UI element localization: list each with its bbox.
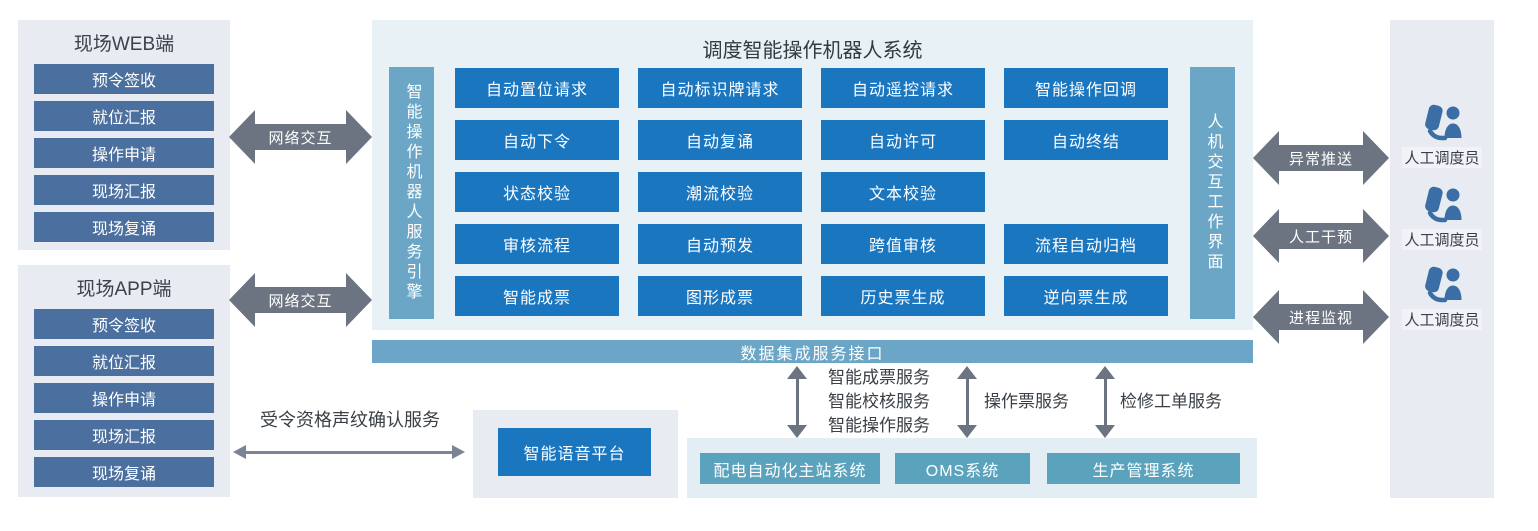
arrow-left-icon [1253, 131, 1279, 185]
btn-cross-review: 跨值审核 [821, 224, 985, 264]
app-network-arrow-label: 网络交互 [255, 287, 346, 313]
process-monitor-arrow: 进程监视 [1253, 290, 1389, 344]
manual-intervention-label: 人工干预 [1279, 223, 1363, 249]
btn-review-process: 审核流程 [455, 224, 619, 264]
dispatcher-2: 人工调度员 [1390, 186, 1494, 250]
btn-flow-check: 潮流校验 [638, 172, 802, 212]
btn-auto-finish: 自动终结 [1004, 120, 1168, 160]
voiceprint-link-arrow [233, 444, 465, 460]
btn-history-ticket: 历史票生成 [821, 276, 985, 316]
arrow-right-icon [1363, 131, 1389, 185]
web-item-preorder-sign: 预令签收 [34, 64, 214, 94]
app-item-inposition-report: 就位汇报 [34, 346, 214, 376]
dispatcher-label: 人工调度员 [1402, 147, 1482, 168]
arrow-down-icon [957, 425, 977, 438]
hmi-interface-bar: 人机交互工作界面 [1190, 67, 1235, 319]
voice-platform-panel: 智能语音平台 [473, 410, 678, 498]
robot-system-panel: 调度智能操作机器人系统 智能操作机器人服务引擎 人机交互工作界面 自动置位请求 … [372, 20, 1253, 330]
arrow-right-icon [346, 273, 372, 327]
arrow-up-icon [957, 366, 977, 379]
exception-push-label: 异常推送 [1279, 145, 1363, 171]
maintenance-order-arrow [1094, 366, 1116, 438]
web-item-site-repeat: 现场复诵 [34, 212, 214, 242]
btn-auto-permit: 自动许可 [821, 120, 985, 160]
arrow-up-icon [1095, 366, 1115, 379]
app-item-preorder-sign: 预令签收 [34, 309, 214, 339]
btn-auto-repeat: 自动复诵 [638, 120, 802, 160]
arrow-left-icon [229, 273, 255, 327]
btn-graphic-ticket: 图形成票 [638, 276, 802, 316]
arrow-down-icon [787, 425, 807, 438]
dispatcher-icon [1425, 186, 1462, 223]
arrow-right-icon [452, 445, 465, 459]
btn-auto-tag-request: 自动标识牌请求 [638, 68, 802, 108]
distribution-automation-system: 配电自动化主站系统 [700, 453, 880, 484]
app-item-operation-request: 操作申请 [34, 383, 214, 413]
web-item-inposition-report: 就位汇报 [34, 101, 214, 131]
voiceprint-service-label: 受令资格声纹确认服务 [260, 410, 440, 430]
manual-intervention-arrow: 人工干预 [1253, 209, 1389, 263]
arrow-up-icon [787, 366, 807, 379]
btn-state-check: 状态校验 [455, 172, 619, 212]
field-app-title: 现场APP端 [76, 279, 172, 300]
btn-auto-order: 自动下令 [455, 120, 619, 160]
robot-system-title: 调度智能操作机器人系统 [702, 40, 923, 62]
app-network-arrow: 网络交互 [229, 273, 372, 327]
operation-ticket-service-label: 操作票服务 [984, 392, 1069, 411]
arrow-left-icon [233, 445, 246, 459]
app-item-site-report: 现场汇报 [34, 420, 214, 450]
smart-ticket-service-label: 智能成票服务 [828, 368, 930, 387]
dispatcher-label: 人工调度员 [1402, 309, 1482, 330]
btn-auto-set-request: 自动置位请求 [455, 68, 619, 108]
oms-system: OMS系统 [895, 453, 1030, 484]
dispatcher-icon [1425, 104, 1462, 141]
data-integration-bus: 数据集成服务接口 [372, 340, 1253, 363]
exception-push-arrow: 异常推送 [1253, 131, 1389, 185]
smart-services-labels: 智能成票服务 智能校核服务 智能操作服务 [828, 366, 930, 438]
field-web-title: 现场WEB端 [73, 34, 175, 55]
btn-text-check: 文本校验 [821, 172, 985, 212]
web-item-operation-request: 操作申请 [34, 138, 214, 168]
app-item-site-repeat: 现场复诵 [34, 457, 214, 487]
dispatchers-panel: 人工调度员 人工调度员 人工调度员 [1390, 20, 1494, 498]
dispatcher-icon [1425, 266, 1462, 303]
production-management-system: 生产管理系统 [1047, 453, 1240, 484]
arrow-down-icon [1095, 425, 1115, 438]
arrow-left-icon [1253, 290, 1279, 344]
voice-platform-box: 智能语音平台 [498, 428, 651, 476]
arrow-right-icon [346, 110, 372, 164]
maintenance-order-service-label: 检修工单服务 [1120, 392, 1222, 411]
dispatcher-3: 人工调度员 [1390, 266, 1494, 330]
btn-auto-preissue: 自动预发 [638, 224, 802, 264]
btn-smart-ticket: 智能成票 [455, 276, 619, 316]
ticket-service-arrow [786, 366, 808, 438]
smart-op-service-label: 智能操作服务 [828, 416, 930, 435]
field-web-panel: 现场WEB端 预令签收 就位汇报 操作申请 现场汇报 现场复诵 [18, 20, 230, 250]
btn-auto-archive: 流程自动归档 [1004, 224, 1168, 264]
service-engine-bar: 智能操作机器人服务引擎 [389, 67, 434, 319]
btn-smart-op-callback: 智能操作回调 [1004, 68, 1168, 108]
process-monitor-label: 进程监视 [1279, 304, 1363, 330]
arrow-left-icon [1253, 209, 1279, 263]
arrow-left-icon [229, 110, 255, 164]
smart-check-service-label: 智能校核服务 [828, 392, 930, 411]
field-app-panel: 现场APP端 预令签收 就位汇报 操作申请 现场汇报 现场复诵 [18, 265, 230, 497]
btn-auto-remote-request: 自动遥控请求 [821, 68, 985, 108]
arrow-right-icon [1363, 209, 1389, 263]
dispatcher-label: 人工调度员 [1402, 229, 1482, 250]
dispatcher-1: 人工调度员 [1390, 104, 1494, 168]
external-systems-panel: 配电自动化主站系统 OMS系统 生产管理系统 [687, 438, 1257, 498]
web-item-site-report: 现场汇报 [34, 175, 214, 205]
web-network-arrow: 网络交互 [229, 110, 372, 164]
web-network-arrow-label: 网络交互 [255, 124, 346, 150]
btn-reverse-ticket: 逆向票生成 [1004, 276, 1168, 316]
operation-ticket-arrow [956, 366, 978, 438]
arrow-right-icon [1363, 290, 1389, 344]
